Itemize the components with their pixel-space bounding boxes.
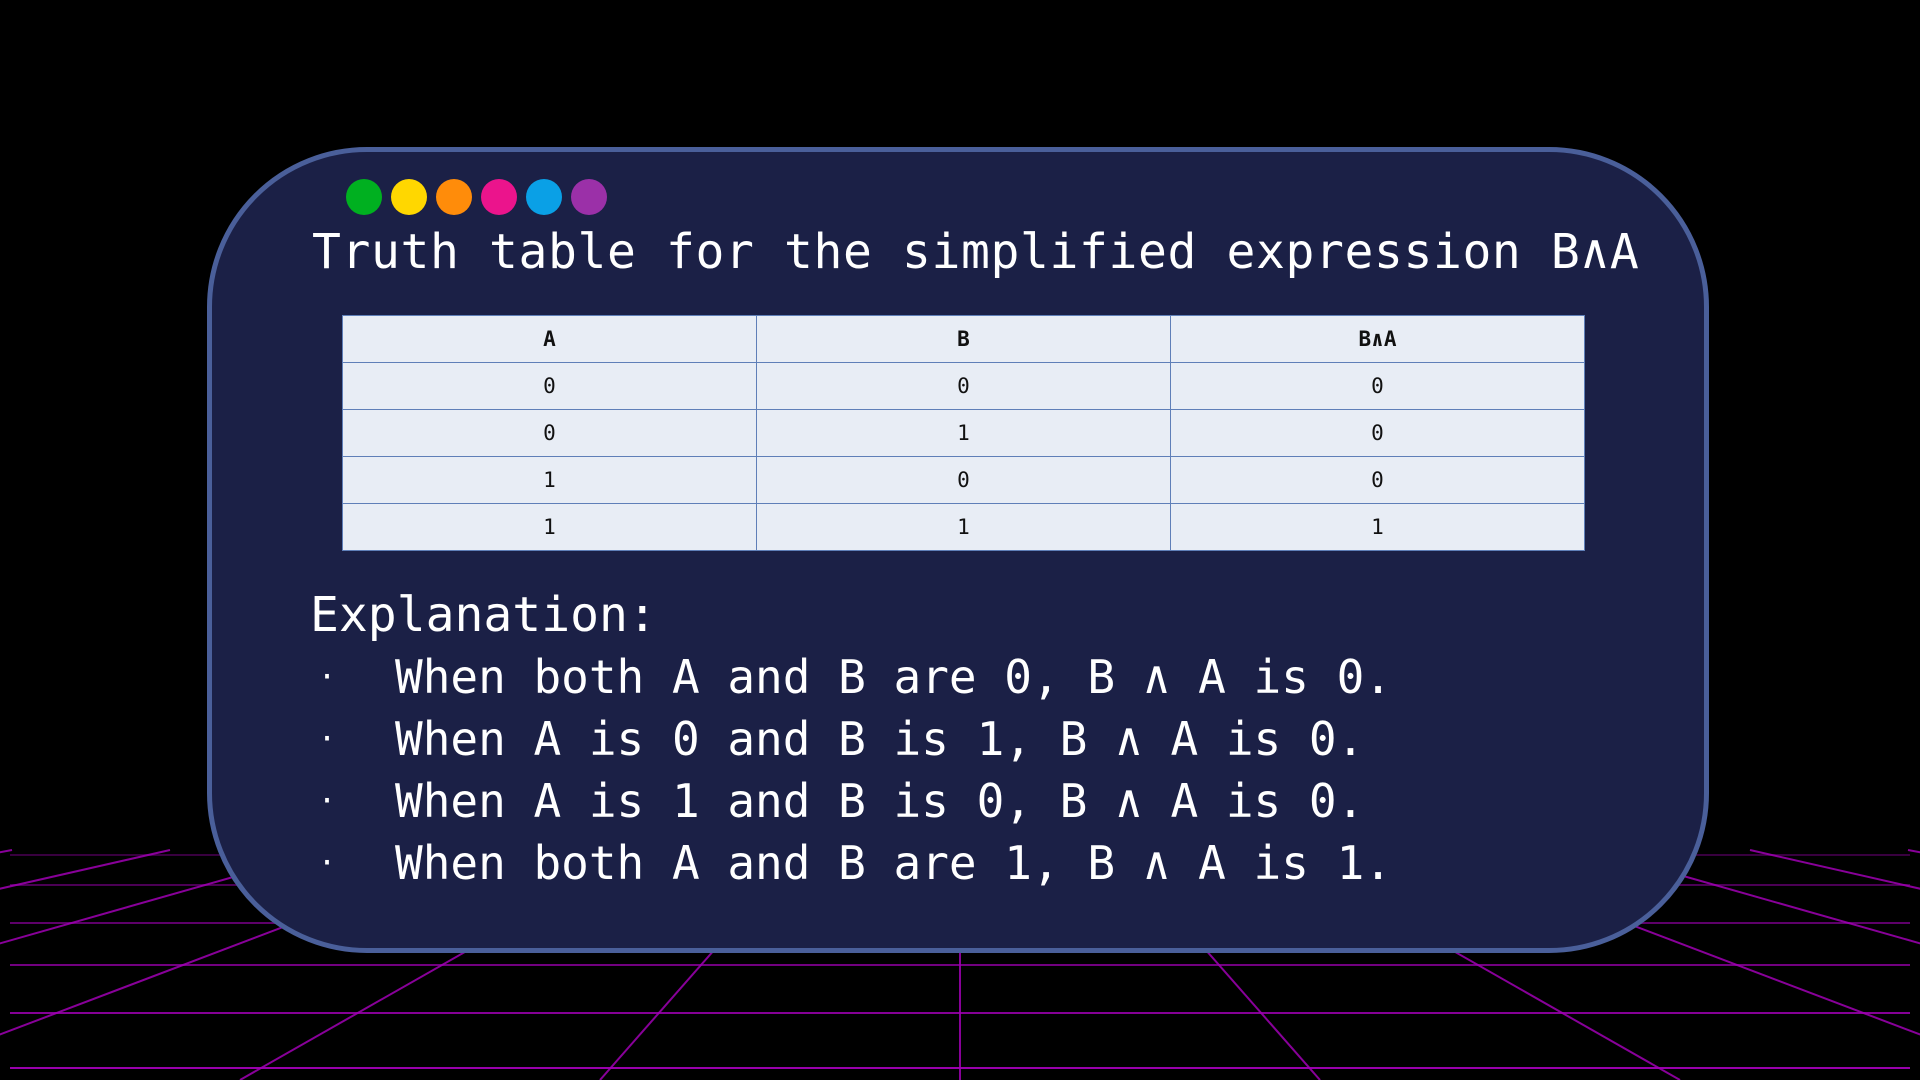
table-header-row: A B B∧A xyxy=(342,315,1585,363)
explanation-heading: Explanation: xyxy=(310,587,657,643)
explanation-list: · When both A and B are 0, B ∧ A is 0. ·… xyxy=(310,646,1392,894)
table-cell: 0 xyxy=(1170,456,1585,504)
window-dots xyxy=(346,179,607,215)
table-cell: 0 xyxy=(756,456,1171,504)
list-item: · When A is 1 and B is 0, B ∧ A is 0. xyxy=(310,770,1392,832)
green-dot xyxy=(346,179,382,215)
table-cell: 1 xyxy=(342,456,757,504)
truth-table: A B B∧A 0 0 0 0 1 0 xyxy=(342,315,1585,551)
list-item-text: When A is 0 and B is 1, B ∧ A is 0. xyxy=(395,712,1365,766)
column-header-b-and-a: B∧A xyxy=(1170,315,1585,363)
table-cell: 1 xyxy=(1170,503,1585,551)
list-item: · When A is 0 and B is 1, B ∧ A is 0. xyxy=(310,708,1392,770)
grid-line xyxy=(1591,849,1920,945)
purple-dot xyxy=(571,179,607,215)
blue-dot xyxy=(526,179,562,215)
list-item-text: When A is 1 and B is 0, B ∧ A is 0. xyxy=(395,774,1365,828)
table-cell: 0 xyxy=(342,409,757,457)
table-cell: 0 xyxy=(1170,409,1585,457)
orange-dot xyxy=(436,179,472,215)
list-item-text: When both A and B are 1, B ∧ A is 1. xyxy=(395,836,1392,890)
bullet-icon: · xyxy=(318,659,337,695)
bullet-icon: · xyxy=(318,783,337,819)
terminal-window-panel: Truth table for the simplified expressio… xyxy=(207,147,1709,953)
table-row: 0 0 0 xyxy=(342,362,1585,410)
column-header-a: A xyxy=(342,315,757,363)
truth-table-container: A B B∧A 0 0 0 0 1 0 xyxy=(342,315,1585,551)
yellow-dot xyxy=(391,179,427,215)
bullet-icon: · xyxy=(318,721,337,757)
bullet-icon: · xyxy=(318,845,337,881)
table-cell: 0 xyxy=(756,362,1171,410)
table-cell: 1 xyxy=(342,503,757,551)
grid-line xyxy=(0,849,171,890)
table-cell: 1 xyxy=(756,503,1171,551)
table-row: 0 1 0 xyxy=(342,409,1585,457)
list-item: · When both A and B are 1, B ∧ A is 1. xyxy=(310,832,1392,894)
pink-dot xyxy=(481,179,517,215)
table-row: 1 1 1 xyxy=(342,503,1585,551)
list-item: · When both A and B are 0, B ∧ A is 0. xyxy=(310,646,1392,708)
table-row: 1 0 0 xyxy=(342,456,1585,504)
table-cell: 0 xyxy=(1170,362,1585,410)
grid-line xyxy=(0,849,329,945)
page-title: Truth table for the simplified expressio… xyxy=(312,224,1640,280)
grid-line xyxy=(1749,849,1920,890)
table-cell: 1 xyxy=(756,409,1171,457)
table-cell: 0 xyxy=(342,362,757,410)
list-item-text: When both A and B are 0, B ∧ A is 0. xyxy=(395,650,1392,704)
column-header-b: B xyxy=(756,315,1171,363)
